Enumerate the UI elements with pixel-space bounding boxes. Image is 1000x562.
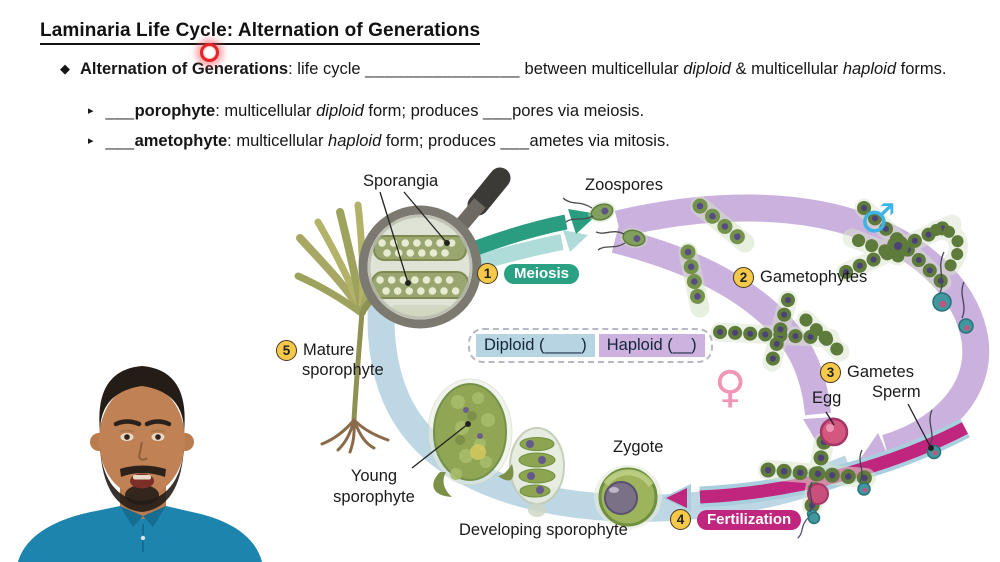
sub-bullet-text: form; produces xyxy=(363,102,484,120)
label-young-line1: Young xyxy=(350,467,398,485)
sub-bullet-text: : multicellular xyxy=(215,102,317,120)
step-fertilization: 4 Fertilization xyxy=(670,509,802,530)
male-gametophyte-illustration xyxy=(836,198,968,292)
label-sporangia: Sporangia xyxy=(363,172,439,190)
fill-blank: ___ xyxy=(500,132,530,150)
female-gametophyte-illustration xyxy=(710,290,850,372)
female-symbol-icon: ♀ xyxy=(714,362,746,413)
step-number-badge: 2 xyxy=(733,267,754,288)
zygote-illustration xyxy=(594,465,662,529)
sub-bullet-text: ametes via mitosis. xyxy=(529,132,670,150)
sub-bullet-text: pores via meiosis. xyxy=(512,102,645,120)
sub-bullet-text: : multicellular xyxy=(227,132,329,150)
fertilized-gametophyte-illustration xyxy=(758,417,876,539)
legend-haploid: Haploid (__) xyxy=(598,334,705,357)
egg-cell xyxy=(819,417,849,447)
laser-pointer-dot xyxy=(200,43,219,62)
sub-bullet-marker: ▸ xyxy=(88,135,94,147)
fill-blank: ___ xyxy=(105,132,135,150)
fill-blank: ________________ xyxy=(365,60,520,78)
step-number-badge: 4 xyxy=(670,509,691,530)
bullet-italic: haploid xyxy=(842,60,897,78)
bullet-italic: diploid xyxy=(683,60,731,78)
step-meiosis: 1 Meiosis xyxy=(477,263,580,284)
bullet-sporophyte: ▸___porophyte: multicellular diploid for… xyxy=(88,102,644,121)
fill-blank: ___ xyxy=(483,102,513,120)
sub-bullet-text: form; produces xyxy=(381,132,501,150)
sub-bullet-bold: ametophyte xyxy=(134,132,228,150)
sub-bullet-italic: diploid xyxy=(316,102,364,120)
bullet-alternation: ◆Alternation of Generations: life cycle … xyxy=(60,60,946,79)
step-number-badge: 5 xyxy=(276,340,297,361)
label-young-line2: sporophyte xyxy=(333,487,415,506)
meiosis-badge: Meiosis xyxy=(504,263,580,284)
slide-title: Laminaria Life Cycle: Alternation of Gen… xyxy=(40,20,481,45)
step-number-badge: 3 xyxy=(820,362,841,383)
label-developing-sporophyte: Developing sporophyte xyxy=(459,521,628,539)
germinating-zoospore-chains xyxy=(678,196,755,318)
fill-blank: ___ xyxy=(105,102,135,120)
label-zygote: Zygote xyxy=(613,438,664,456)
label-pointer-lines xyxy=(379,191,934,469)
step-number-badge: 1 xyxy=(477,263,498,284)
sub-bullet-bold: porophyte xyxy=(134,102,216,120)
label-young-sporophyte: Young sporophyte xyxy=(328,466,420,507)
ploidy-legend: Diploid (____) Haploid (__) xyxy=(468,328,713,363)
bullet-gametophyte: ▸___ametophyte: multicellular haploid fo… xyxy=(88,132,670,151)
label-mature: Mature xyxy=(303,341,355,359)
young-sporophyte-illustration xyxy=(427,378,514,497)
step-gametophytes: 2 Gametophytes xyxy=(733,267,867,288)
presenter-figure xyxy=(18,366,262,562)
bullet-text: : life cycle xyxy=(288,60,366,78)
label-sperm: Sperm xyxy=(872,383,921,401)
bullet-marker: ◆ xyxy=(60,61,70,76)
step-gametes: 3 Gametes xyxy=(820,362,914,383)
sub-bullet-marker: ▸ xyxy=(88,105,94,117)
sub-bullet-italic: haploid xyxy=(328,132,382,150)
bullet-text: between multicellular xyxy=(519,60,684,78)
presenter-video xyxy=(18,366,262,562)
label-zoospores: Zoospores xyxy=(585,176,663,194)
label-gametes: Gametes xyxy=(847,363,914,381)
legend-diploid: Diploid (____) xyxy=(476,334,595,357)
male-symbol-icon: ♂ xyxy=(860,196,896,242)
label-mature-line2: sporophyte xyxy=(302,361,384,379)
developing-sporophyte-illustration xyxy=(509,427,565,517)
bullet-text: forms. xyxy=(896,60,947,78)
label-egg: Egg xyxy=(812,389,842,407)
bullet-text: & multicellular xyxy=(730,60,843,78)
fertilization-badge: Fertilization xyxy=(697,509,802,530)
bullet-lead: Alternation of Generations xyxy=(80,60,289,78)
label-gametophytes: Gametophytes xyxy=(760,268,868,286)
step-mature-sporophyte: 5 Mature sporophyte xyxy=(276,340,384,380)
zoospore-cells xyxy=(562,197,648,251)
